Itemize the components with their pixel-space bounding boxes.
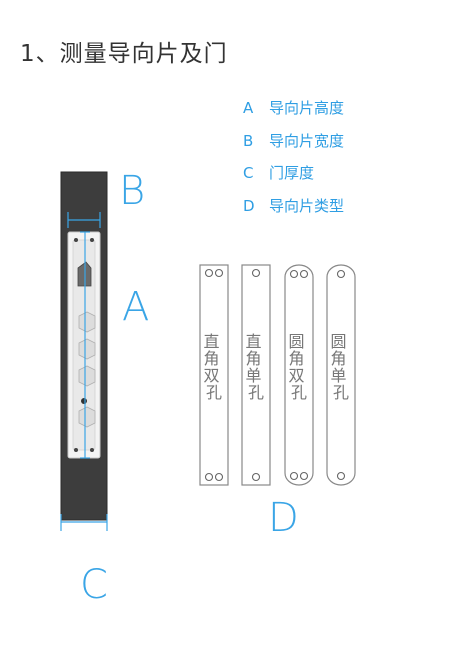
plate-char: 单 xyxy=(330,366,346,385)
plate-char: 单 xyxy=(245,366,261,385)
plate-char: 直 xyxy=(203,332,219,351)
dimension-c xyxy=(60,514,108,531)
plate-char: 双 xyxy=(203,366,219,385)
plate-hole xyxy=(251,268,261,278)
plate-type-2: 直 角 单 孔 xyxy=(241,264,271,486)
legend-item-d: D 导向片类型 xyxy=(243,194,344,227)
plate-type-3: 圆 角 双 孔 xyxy=(284,264,314,486)
plate-type-4: 圆 角 单 孔 xyxy=(326,264,356,486)
plate-outline xyxy=(241,264,271,486)
plate-hole xyxy=(336,471,346,481)
plate-type-1: 直 角 双 孔 xyxy=(199,264,229,486)
plate-hole xyxy=(299,269,309,279)
legend-item-a: A 导向片高度 xyxy=(243,96,344,129)
plate-type-label: 直 角 双 孔 xyxy=(203,332,224,402)
legend-item-c: C 门厚度 xyxy=(243,161,344,194)
legend-label: 导向片类型 xyxy=(269,196,345,215)
page-title: 1、测量导向片及门 xyxy=(20,41,228,67)
door-outline xyxy=(60,171,108,521)
plate-char: 孔 xyxy=(291,383,307,402)
dimension-b xyxy=(67,212,101,228)
plate-hole xyxy=(204,268,214,278)
plate-char: 角 xyxy=(245,349,261,368)
legend-label: 导向片宽度 xyxy=(269,131,345,150)
dimension-label-d: D xyxy=(268,495,299,541)
dimension-label-c: C xyxy=(80,562,108,608)
plate-char: 角 xyxy=(203,349,219,368)
plate-hex xyxy=(78,365,96,387)
plate-type-label: 圆 角 双 孔 xyxy=(288,332,309,402)
plate-hex xyxy=(78,311,96,333)
plate-char: 孔 xyxy=(248,383,264,402)
plate-char: 角 xyxy=(288,349,304,368)
plate-hole xyxy=(299,471,309,481)
plate-char: 圆 xyxy=(330,332,346,351)
plate-hole xyxy=(214,268,224,278)
plate-type-label: 直 角 单 孔 xyxy=(245,332,266,402)
plate-char: 角 xyxy=(330,349,346,368)
plate-outline xyxy=(199,264,229,486)
legend-key: D xyxy=(243,196,255,215)
plate-outline xyxy=(326,264,356,486)
plate-hex xyxy=(78,406,96,428)
screw-hole xyxy=(90,238,94,242)
legend-item-b: B 导向片宽度 xyxy=(243,129,344,162)
plate-char: 双 xyxy=(288,366,304,385)
legend-label: 导向片高度 xyxy=(269,99,345,117)
plate-outline xyxy=(284,264,314,486)
plate-hole xyxy=(336,269,346,279)
plate-char: 圆 xyxy=(288,332,304,351)
door-edge-illustration xyxy=(60,171,108,521)
legend-label: 门厚度 xyxy=(269,164,315,182)
dimension-label-b: B xyxy=(119,168,145,214)
plate-dot xyxy=(81,398,87,404)
plate-hole xyxy=(204,472,214,482)
plate-hole xyxy=(289,269,299,279)
screw-hole xyxy=(74,448,78,452)
plate-hole xyxy=(289,471,299,481)
plate-type-label: 圆 角 单 孔 xyxy=(330,332,351,402)
dimension-label-a: A xyxy=(122,284,149,330)
legend-key: A xyxy=(243,99,254,117)
legend-key: C xyxy=(243,164,254,182)
screw-hole xyxy=(74,238,78,242)
plate-char: 孔 xyxy=(206,383,222,402)
plate-hex xyxy=(78,338,96,360)
plate-hole xyxy=(251,472,261,482)
plate-char: 直 xyxy=(245,332,261,351)
plate-char: 孔 xyxy=(333,383,349,402)
plate-hole xyxy=(214,472,224,482)
legend-key: B xyxy=(243,131,254,150)
dimension-a xyxy=(80,231,90,459)
legend-list: A 导向片高度 B 导向片宽度 C 门厚度 D 导向片类型 xyxy=(243,96,344,226)
screw-hole xyxy=(90,448,94,452)
